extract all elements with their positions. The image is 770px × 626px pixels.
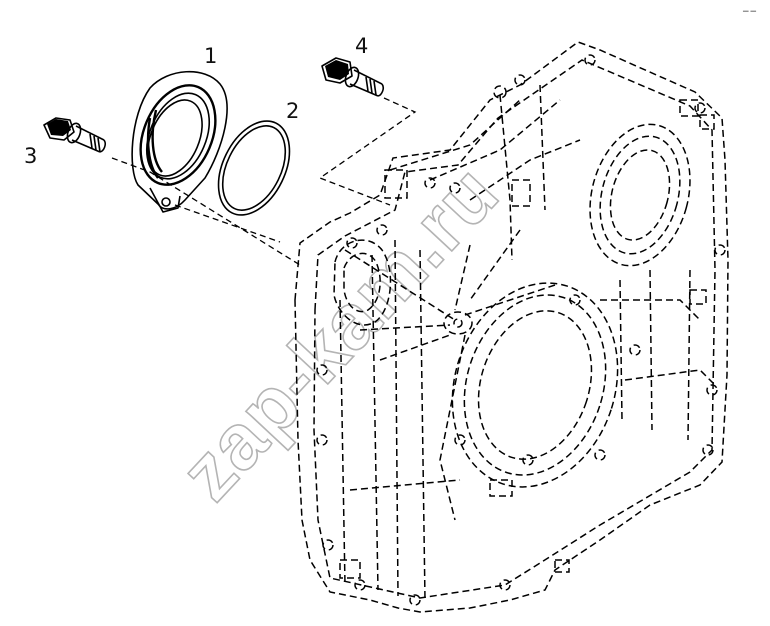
leader-part-3 <box>111 157 301 266</box>
callout-part-1: 1 <box>204 44 217 68</box>
gear-housing-cover <box>294 41 729 613</box>
bolt-icon-part-3 <box>43 117 107 153</box>
o-ring-icon <box>217 120 291 216</box>
corner-mark: −− <box>742 7 757 17</box>
callout-part-4: 4 <box>355 34 368 58</box>
callout-part-2: 2 <box>286 99 299 123</box>
leader-part-1 <box>174 204 281 243</box>
bolt-icon-part-4 <box>321 57 385 97</box>
callout-part-3: 3 <box>24 144 37 168</box>
seal-housing-icon <box>131 70 228 213</box>
leader-part-4 <box>318 97 417 206</box>
watermark: zap-kam.ru <box>163 148 515 516</box>
